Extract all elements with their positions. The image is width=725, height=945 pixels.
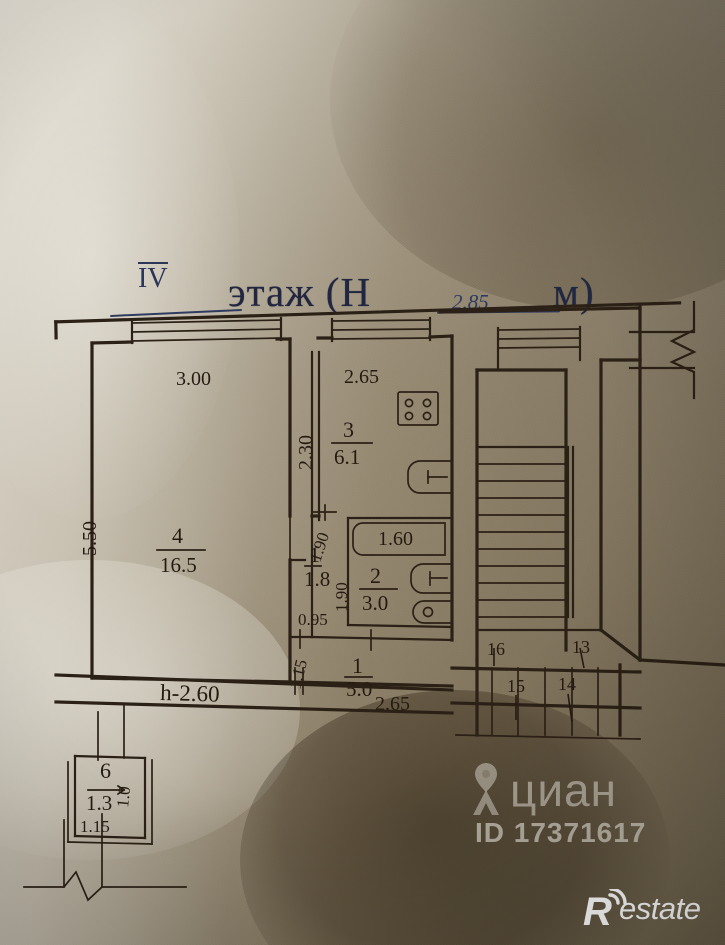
- dim-1-90-b: 1.90: [332, 582, 351, 612]
- room-6-number: 6: [100, 758, 111, 783]
- bathtub-icon: [352, 522, 446, 556]
- room-3-number: 3: [343, 417, 354, 442]
- room-1b-hallway: 1 5.0 2.65 1.15: [285, 629, 454, 715]
- room-2-area: 3.0: [362, 591, 388, 615]
- stairwell-right-angle: [598, 627, 643, 663]
- stove-icon: [397, 391, 439, 426]
- stairwell: 16 13 15 14: [438, 303, 725, 740]
- corridor-wall-lower: [54, 700, 454, 715]
- room2-bottom-wall: [346, 623, 454, 629]
- hallway-top-wall: [310, 635, 454, 642]
- lower-corridor-top: [450, 666, 642, 674]
- corridor-wall-upper: [54, 673, 454, 692]
- dim-1-60: 1.60: [378, 528, 413, 550]
- room-4-number: 4: [172, 523, 183, 548]
- balcony-bottom-wall: [73, 834, 147, 840]
- hallway-bottom-wall: [288, 680, 454, 688]
- room-3-kitchen: 2.65 2.30 3 6.1: [288, 316, 454, 642]
- dim-5-50: 5.50: [79, 521, 101, 556]
- room-1b-area: 5.0: [346, 677, 372, 701]
- room-1b-number: 1: [352, 653, 363, 678]
- dim-1-0-balcony: 1.0: [113, 785, 134, 808]
- room-1a-area: 1.8: [304, 567, 330, 591]
- balcony-top-wall: [73, 754, 147, 760]
- dim-2-30: 2.30: [295, 435, 317, 470]
- room-3-area: 6.1: [334, 445, 360, 469]
- room-1a-number: 1: [309, 542, 320, 567]
- dim-1-15-balcony: 1.15: [80, 817, 110, 836]
- outer-top-wall: [54, 301, 682, 324]
- dim-2-65-bottom: 2.65: [375, 693, 410, 715]
- window-symbol-room3: [330, 316, 432, 343]
- room-2-number: 2: [370, 563, 381, 588]
- note-h-2-60: h-2.60: [160, 680, 220, 707]
- room-2-bathroom: 1.60 1.90 2 3.0: [332, 516, 454, 629]
- room-4-living-room: 3.00 5.50 4 16.5: [79, 316, 292, 684]
- room-6-area: 1.3: [86, 791, 112, 815]
- stair-label-14: 14: [558, 674, 576, 694]
- dim-2-65-top: 2.65: [344, 366, 379, 388]
- lower-corridor-bottom: [450, 701, 642, 710]
- header-label-text: этаж (H: [228, 269, 372, 315]
- window-symbol-room4: [130, 316, 283, 345]
- floor-number-roman-text: IV: [138, 262, 168, 294]
- balcony-bottom-outer: [67, 841, 153, 845]
- dim-3-00: 3.00: [176, 368, 211, 390]
- window-symbol-stairwell: [438, 306, 642, 372]
- room-6-balcony: 6 1.3 1.0 1.15: [67, 704, 153, 845]
- building-right-bottom: [638, 658, 725, 667]
- lower-corridor-floor: [455, 734, 641, 740]
- outer-top-wall-group: [54, 301, 682, 340]
- kitchen-sink-icon: [407, 460, 453, 494]
- room4-top-wall-left: [90, 340, 134, 345]
- stair-label-16: 16: [487, 639, 505, 659]
- dim-1-90-a: 1.90: [306, 530, 333, 564]
- corridor-height-note: h-2.60: [54, 667, 454, 715]
- toilet-icon: [412, 600, 453, 624]
- room-6-arrow-head: [116, 784, 126, 796]
- dim-0-95: 0.95: [298, 610, 328, 629]
- stair-label-13: 13: [572, 637, 590, 657]
- break-line-bottom-left: [23, 813, 187, 902]
- room-4-area: 16.5: [160, 553, 197, 577]
- washbasin-icon: [410, 563, 453, 594]
- stair-label-15: 15: [507, 676, 525, 696]
- room3-top-wall-right: [428, 334, 454, 339]
- floor-number-roman: IV: [138, 262, 168, 295]
